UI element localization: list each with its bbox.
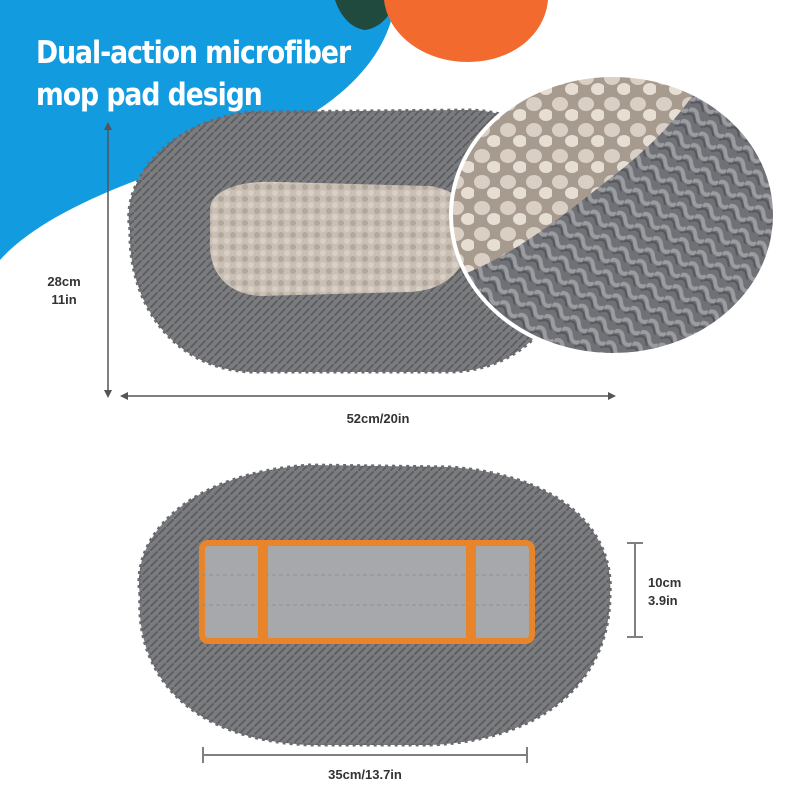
height-cm: 28cm	[47, 274, 81, 289]
height-label: 28cm 11in	[34, 273, 94, 309]
backing-panel	[199, 540, 535, 644]
height-in: 11in	[51, 292, 77, 307]
width-dimension-line	[120, 392, 616, 400]
backing-width-dimension-line	[627, 542, 643, 638]
backing-width-in: 3.9in	[648, 593, 678, 608]
headline: Dual-action microfiber mop pad design	[36, 32, 351, 116]
mop-pad-backing-side	[137, 463, 612, 747]
chenille-center	[209, 181, 471, 296]
strap-left	[258, 543, 268, 641]
strap-right	[466, 543, 476, 641]
width-label: 52cm/20in	[346, 411, 410, 426]
dark-green-shape	[335, 0, 395, 30]
backing-length-label: 35cm/13.7in	[328, 767, 402, 782]
orange-shape	[384, 0, 548, 62]
headline-line-2: mop pad design	[36, 77, 263, 113]
backing-length-dimension-line	[202, 747, 528, 763]
closeup-magnifier	[449, 73, 777, 357]
backing-width-cm: 10cm	[648, 575, 682, 590]
headline-line-1: Dual-action microfiber	[36, 35, 351, 71]
backing-width-label: 10cm 3.9in	[648, 574, 718, 610]
height-dimension-line	[104, 122, 112, 398]
